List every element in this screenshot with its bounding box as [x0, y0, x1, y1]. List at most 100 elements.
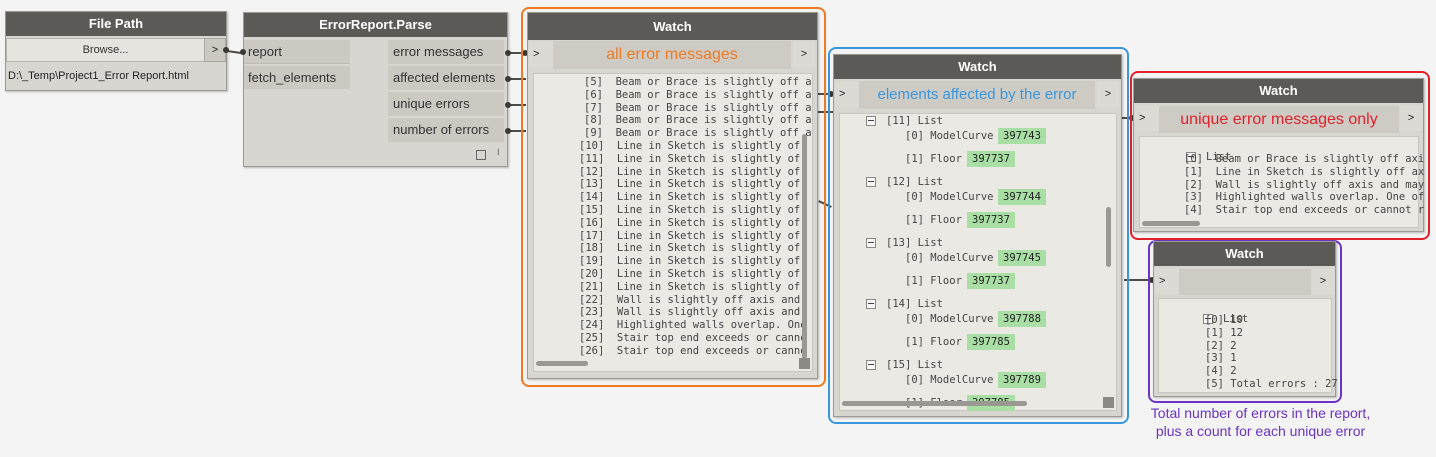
watch2-vertical-scrollbar[interactable]: [1106, 207, 1111, 267]
watch1-line: [5] Beam or Brace is slightly off a: [584, 76, 812, 88]
watch2-group-label: [13] List: [866, 237, 943, 249]
watch4-item: [5] Total errors : 27: [1205, 378, 1338, 390]
note-line-2: plus a count for each unique error: [1155, 423, 1366, 439]
wire-affected-stub: [506, 78, 526, 80]
watch2-item-key: [0] ModelCurve: [905, 130, 994, 142]
watch1-line: [10] Line in Sketch is slightly of: [579, 140, 801, 152]
watch-node-error-messages[interactable]: Watch > all error messages > [5] Beam or…: [527, 12, 818, 379]
wire-dot: [522, 50, 528, 56]
browse-button[interactable]: Browse...: [6, 38, 205, 62]
watch4-input-port[interactable]: >: [1155, 269, 1181, 294]
watch1-line: [7] Beam or Brace is slightly off a: [584, 101, 812, 114]
watch1-input-port[interactable]: >: [529, 41, 555, 67]
watch3-output-panel[interactable]: List [0] Beam or Brace is slightly off a…: [1139, 136, 1425, 228]
watch3-list-header: List: [1148, 139, 1231, 175]
watch-node-number-of-errors[interactable]: Watch > > List [0] 10[1] 12[2] 2[3] 1[4]…: [1153, 241, 1338, 397]
parse-node-title: ErrorReport.Parse: [244, 13, 507, 37]
collapse-icon[interactable]: [866, 177, 876, 187]
collapse-icon[interactable]: [1202, 314, 1213, 324]
watch1-line: [19] Line in Sketch is slightly of: [579, 255, 801, 268]
watch1-output-panel[interactable]: [5] Beam or Brace is slightly off a[6] B…: [533, 73, 813, 372]
watch1-output-port[interactable]: >: [793, 41, 815, 67]
input-port-fetch-elements[interactable]: fetch_elements: [244, 66, 350, 89]
wire-dot: [1129, 115, 1135, 121]
watch2-item-value: 397737: [967, 151, 1015, 167]
wire-error-messages: [506, 52, 528, 54]
watch1-line: [18] Line in Sketch is slightly of: [579, 242, 801, 255]
watch1-vertical-scrollbar[interactable]: [802, 134, 807, 359]
watch4-item: [4] 2: [1205, 365, 1237, 378]
watch1-line: [6] Beam or Brace is slightly off a: [584, 88, 812, 101]
watch-node-affected-elements[interactable]: Watch > elements affected by the error >…: [833, 54, 1122, 417]
watch1-line: [20] Line in Sketch is slightly of: [579, 268, 801, 280]
note-line-1: Total number of errors in the report,: [1150, 405, 1371, 421]
watch2-item-key: [0] ModelCurve: [905, 374, 994, 386]
watch3-input-port[interactable]: >: [1135, 106, 1161, 131]
watch1-line: [15] Line in Sketch is slightly of: [579, 204, 801, 216]
watch4-annotation-bar: [1179, 269, 1311, 295]
watch1-annotation: all error messages: [553, 41, 791, 69]
watch2-item-value: 397789: [998, 372, 1046, 388]
unique-errors-group-outline: [1130, 71, 1430, 240]
watch3-title: Watch: [1134, 79, 1423, 103]
watch2-input-port[interactable]: >: [835, 82, 861, 107]
wire-dot: [1149, 277, 1155, 283]
wire-dot: [223, 47, 229, 53]
error-report-parse-node[interactable]: ErrorReport.Parse report fetch_elements …: [243, 12, 508, 167]
watch4-item: [2] 2: [1205, 339, 1237, 352]
file-path-value: D:\_Temp\Project1_Error Report.html: [8, 70, 189, 82]
watch4-item: [0] 10: [1205, 314, 1243, 326]
watch2-item-key: [0] ModelCurve: [905, 191, 994, 203]
watch2-item-value: 397745: [998, 250, 1046, 266]
watch4-list-header: List: [1165, 301, 1248, 337]
wire-dot: [505, 76, 511, 82]
collapse-icon[interactable]: [1185, 152, 1196, 162]
watch2-output-port[interactable]: >: [1097, 82, 1119, 107]
output-port-affected-elements[interactable]: affected elements: [388, 66, 504, 90]
watch1-line: [11] Line in Sketch is slightly of: [579, 152, 801, 165]
collapse-icon[interactable]: [866, 299, 876, 309]
watch3-annotation: unique error messages only: [1159, 106, 1399, 133]
file-path-node-title: File Path: [6, 12, 226, 36]
collapse-icon[interactable]: [866, 360, 876, 370]
watch1-line: [25] Stair top end exceeds or canno: [579, 332, 807, 344]
collapse-icon[interactable]: [866, 116, 876, 126]
watch3-item: [1] Line in Sketch is slightly off ax: [1184, 165, 1425, 178]
watch2-item-value: 397737: [967, 212, 1015, 228]
watch1-line: [26] Stair top end exceeds or canno: [579, 344, 807, 357]
resize-handle-icon[interactable]: I: [497, 147, 500, 157]
watch2-item: [0] ModelCurve 397745: [905, 250, 1046, 266]
watch-node-unique-errors[interactable]: Watch > unique error messages only > Lis…: [1133, 78, 1424, 232]
collapse-icon[interactable]: [866, 238, 876, 248]
watch2-group-text: [15] List: [886, 359, 943, 371]
watch2-item-value: 397788: [998, 311, 1046, 327]
watch2-horizontal-scrollbar[interactable]: [842, 401, 1027, 406]
output-port-number-of-errors[interactable]: number of errors: [388, 118, 504, 142]
watch2-annotation: elements affected by the error: [859, 81, 1095, 109]
preview-toggle-icon[interactable]: [476, 150, 486, 160]
watch1-horizontal-scrollbar[interactable]: [536, 361, 588, 366]
watch2-item-value: 397743: [998, 128, 1046, 144]
file-path-node[interactable]: File Path Browse... > D:\_Temp\Project1_…: [5, 11, 227, 91]
wire-to-watch2: [818, 93, 834, 95]
output-port-error-messages[interactable]: error messages: [388, 40, 504, 64]
watch2-item-key: [1] Floor: [905, 214, 962, 226]
watch1-resize-handle[interactable]: [799, 358, 810, 369]
watch4-output-port[interactable]: >: [1312, 269, 1334, 294]
watch2-title: Watch: [834, 55, 1121, 79]
watch4-title: Watch: [1154, 242, 1335, 266]
output-port-unique-errors[interactable]: unique errors: [388, 92, 504, 116]
watch2-group-label: [14] List: [866, 298, 943, 310]
watch2-item: [0] ModelCurve 397743: [905, 128, 1046, 144]
input-port-report[interactable]: report: [244, 40, 350, 64]
watch1-line: [17] Line in Sketch is slightly of: [579, 229, 801, 242]
watch3-output-port[interactable]: >: [1400, 106, 1422, 131]
watch3-horizontal-scrollbar[interactable]: [1142, 221, 1200, 226]
watch2-resize-handle[interactable]: [1103, 397, 1114, 408]
watch2-group-text: [12] List: [886, 176, 943, 188]
watch4-output-panel[interactable]: List [0] 10[1] 12[2] 2[3] 1[4] 2[5] Tota…: [1158, 298, 1338, 393]
watch1-line: [22] Wall is slightly off axis and: [579, 293, 801, 306]
watch2-item-key: [0] ModelCurve: [905, 252, 994, 264]
watch4-item: [1] 12: [1205, 326, 1243, 339]
